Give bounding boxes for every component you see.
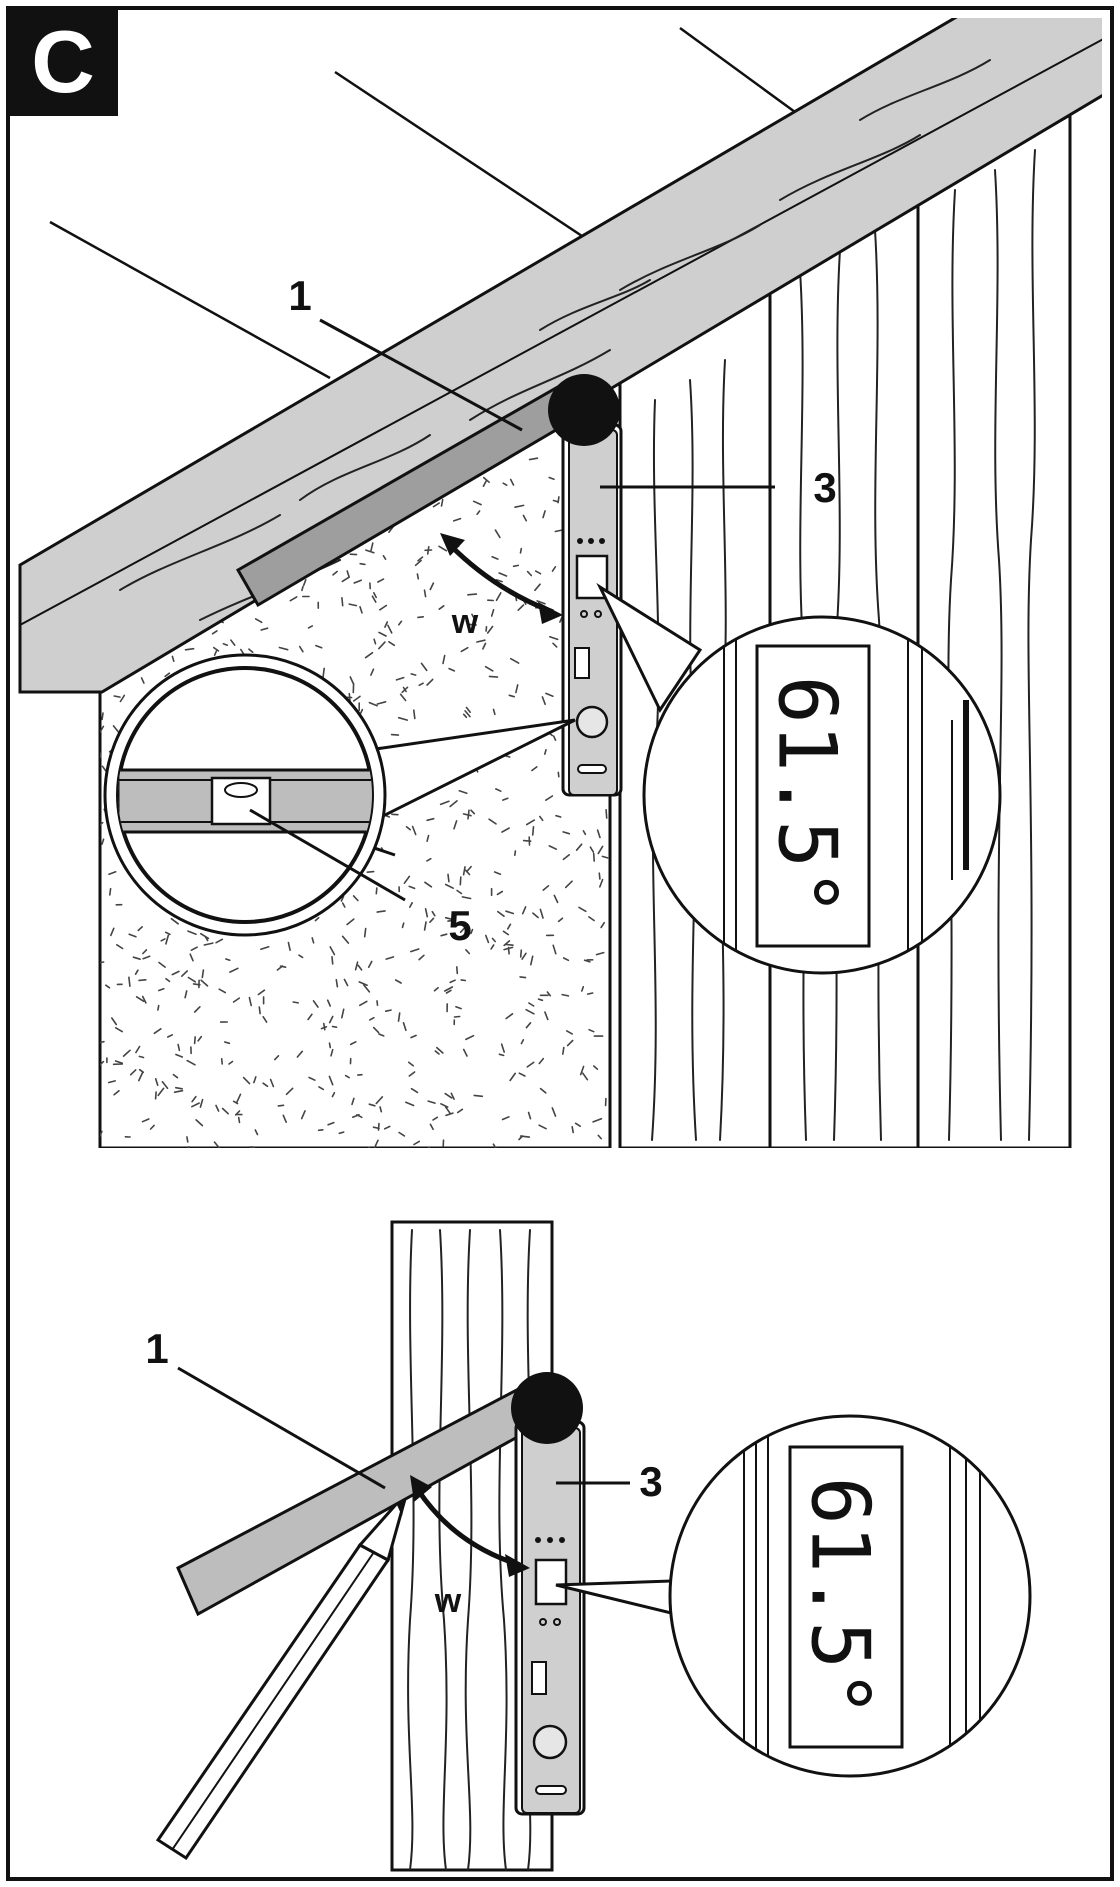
bottom-panel: 61.5° 1 3 w bbox=[145, 1220, 1032, 1872]
callout-level: 5 bbox=[448, 902, 471, 949]
callout-arm-bottom: 1 bbox=[145, 1325, 168, 1372]
callout-angle-top: w bbox=[451, 603, 479, 641]
display-reading-top: 61.5° bbox=[761, 676, 854, 917]
display-magnifier-bottom: 61.5° bbox=[668, 1414, 1032, 1778]
display-magnifier-top: 61.5° bbox=[642, 615, 1002, 975]
figure-label: C bbox=[31, 12, 95, 111]
double-arrow-icon bbox=[440, 533, 563, 624]
pivot-knob-icon-bottom bbox=[511, 1372, 583, 1444]
bubble-level-icon bbox=[210, 776, 272, 826]
double-arrow-icon-bottom bbox=[410, 1475, 530, 1577]
level-magnifier bbox=[103, 653, 387, 937]
display-reading-bottom: 61.5° bbox=[794, 1477, 887, 1718]
pivot-knob-icon bbox=[548, 374, 620, 446]
callout-device-top: 3 bbox=[813, 464, 836, 511]
top-panel: 61.5° 1 3 w 5 bbox=[18, 18, 1102, 1148]
callout-angle-bottom: w bbox=[434, 1582, 462, 1620]
pencil-icon bbox=[155, 1491, 409, 1861]
angle-finder-device-bottom bbox=[514, 1420, 586, 1816]
figure-badge: C bbox=[8, 8, 118, 116]
callout-device-bottom: 3 bbox=[639, 1458, 662, 1505]
callout-arm-top: 1 bbox=[288, 272, 311, 319]
